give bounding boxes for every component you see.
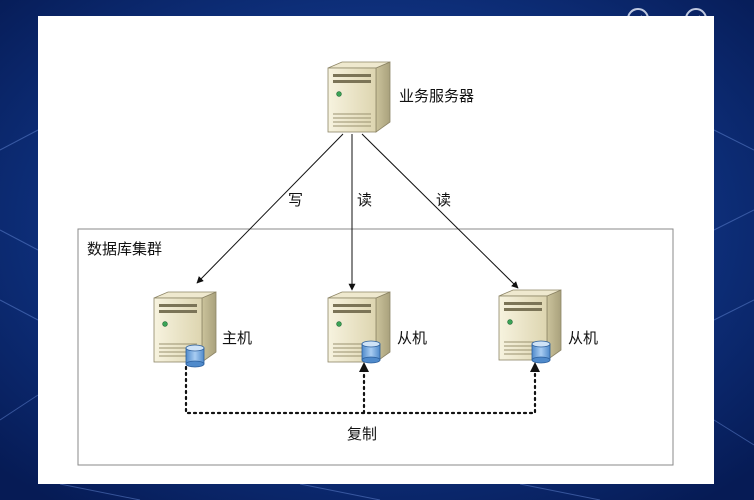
replication-arrowhead xyxy=(359,362,369,372)
app-server-label: 业务服务器 xyxy=(399,87,475,105)
master-server-icon xyxy=(153,291,217,363)
read-edge-label-middle: 读 xyxy=(357,191,373,209)
write-edge-label: 写 xyxy=(288,191,304,209)
read-edge-label-right: 读 xyxy=(436,191,452,209)
slave2-label: 从机 xyxy=(568,329,599,347)
app-server-icon xyxy=(327,61,391,133)
slave2-server-icon xyxy=(498,289,562,361)
cluster-box xyxy=(77,228,674,466)
replication-arrowhead xyxy=(530,362,540,372)
database-icon xyxy=(531,340,551,364)
database-icon xyxy=(185,344,205,368)
slave1-label: 从机 xyxy=(397,329,428,347)
replication-path xyxy=(184,365,537,415)
replication-label: 复制 xyxy=(347,425,378,443)
database-icon xyxy=(361,340,381,364)
slave1-server-icon xyxy=(327,291,391,363)
cluster-label: 数据库集群 xyxy=(87,240,163,258)
master-label: 主机 xyxy=(222,329,253,347)
write-arrow xyxy=(196,133,344,284)
read-arrow-right xyxy=(361,133,519,289)
